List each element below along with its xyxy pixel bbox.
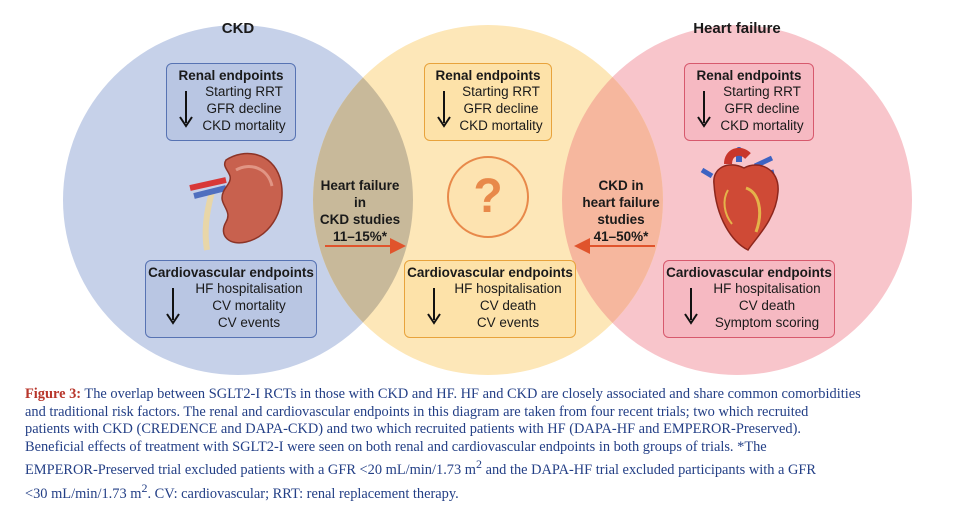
hf-cardiovascular-endpoints-box: Cardiovascular endpoints HF hospitalisat… bbox=[663, 260, 835, 338]
kidney-icon bbox=[189, 152, 283, 251]
caption-line: patients with CKD (CREDENCE and DAPA-CKD… bbox=[25, 421, 801, 438]
endpoint-line: HF hospitalisation bbox=[454, 281, 562, 296]
caption-text: and the DAPA-HF trial excluded participa… bbox=[481, 462, 816, 479]
heart-icon bbox=[700, 147, 779, 251]
endpoint-line: CV death bbox=[479, 298, 537, 313]
venn-diagram: CKD Heart failure Renal endpoints Starti… bbox=[63, 20, 912, 375]
caption-text: <30 mL/min/1.73 m bbox=[25, 485, 142, 502]
caption-line: EMPEROR-Preserved trial excluded patient… bbox=[25, 456, 960, 479]
endpoint-line: GFR decline bbox=[463, 101, 539, 116]
down-arrow-icon bbox=[697, 91, 711, 128]
endpoint-line: HF hospitalisation bbox=[713, 281, 821, 296]
heart-failure-in-ckd-label: Heart failure in CKD studies 11–15%* bbox=[305, 177, 415, 245]
endpoint-line: Starting RRT bbox=[205, 84, 283, 99]
overlap-line: CKD studies bbox=[319, 212, 401, 227]
endpoint-line: CKD mortality bbox=[459, 118, 543, 133]
endpoint-line: CV events bbox=[217, 315, 281, 330]
ckd-cardiovascular-endpoints-box: Cardiovascular endpoints HF hospitalisat… bbox=[145, 260, 317, 338]
ckd-renal-endpoints-box: Renal endpoints Starting RRT GFR decline… bbox=[166, 63, 296, 141]
endpoint-line: GFR decline bbox=[724, 101, 800, 116]
superscript: 2 bbox=[141, 480, 148, 495]
down-arrow-icon bbox=[437, 91, 451, 128]
superscript: 2 bbox=[475, 457, 482, 472]
overlap-percentage: 11–15%* bbox=[332, 229, 388, 244]
endpoint-line: Symptom scoring bbox=[714, 315, 820, 330]
endpoint-line: CV mortality bbox=[212, 298, 286, 313]
box-title: Renal endpoints bbox=[696, 68, 802, 83]
caption-text: . CV: cardiovascular; RRT: renal replace… bbox=[147, 485, 459, 502]
question-circle bbox=[447, 156, 529, 238]
endpoint-line: CV events bbox=[476, 315, 540, 330]
box-title: Cardiovascular endpoints bbox=[148, 265, 314, 280]
center-cardiovascular-endpoints-box: Cardiovascular endpoints HF hospitalisat… bbox=[404, 260, 576, 338]
overlap-line: studies bbox=[597, 212, 645, 227]
box-title: Cardiovascular endpoints bbox=[407, 265, 573, 280]
overlap-line: Heart failure bbox=[320, 178, 400, 193]
heart-failure-title: Heart failure bbox=[693, 20, 781, 37]
overlap-percentage: 41–50%* bbox=[593, 229, 649, 244]
caption-line: Figure 3: The overlap between SGLT2-I RC… bbox=[25, 386, 960, 404]
endpoint-line: CV death bbox=[738, 298, 796, 313]
figure-caption: Figure 3: The overlap between SGLT2-I RC… bbox=[25, 386, 960, 503]
down-arrow-icon bbox=[427, 288, 441, 325]
ckd-in-heart-failure-label: CKD in heart failure studies 41–50%* bbox=[562, 177, 680, 245]
endpoint-line: GFR decline bbox=[206, 101, 282, 116]
endpoint-line: CKD mortality bbox=[720, 118, 804, 133]
down-arrow-icon bbox=[684, 288, 698, 325]
caption-line: Beneficial effects of treatment with SGL… bbox=[25, 438, 767, 455]
endpoint-line: Starting RRT bbox=[723, 84, 801, 99]
overlap-line: heart failure bbox=[582, 195, 660, 210]
box-title: Renal endpoints bbox=[435, 68, 541, 83]
figure-label: Figure 3: bbox=[25, 386, 82, 402]
overlap-line: in bbox=[354, 195, 366, 210]
caption-line: and traditional risk factors. The renal … bbox=[25, 403, 809, 420]
down-arrow-icon bbox=[179, 91, 193, 128]
caption-line: <30 mL/min/1.73 m2. CV: cardiovascular; … bbox=[25, 480, 960, 503]
overlap-line: CKD in bbox=[598, 178, 644, 193]
down-arrow-icon bbox=[166, 288, 180, 325]
box-title: Renal endpoints bbox=[178, 68, 284, 83]
endpoint-line: CKD mortality bbox=[202, 118, 286, 133]
hf-renal-endpoints-box: Renal endpoints Starting RRT GFR decline… bbox=[684, 63, 814, 141]
endpoint-line: Starting RRT bbox=[462, 84, 540, 99]
question-mark: ? bbox=[473, 170, 503, 223]
endpoint-line: HF hospitalisation bbox=[195, 281, 303, 296]
caption-text: The overlap between SGLT2-I RCTs in thos… bbox=[81, 386, 861, 402]
box-title: Cardiovascular endpoints bbox=[666, 265, 832, 280]
ckd-title: CKD bbox=[221, 20, 255, 37]
center-renal-endpoints-box: Renal endpoints Starting RRT GFR decline… bbox=[424, 63, 552, 141]
caption-text: EMPEROR-Preserved trial excluded patient… bbox=[25, 462, 476, 479]
